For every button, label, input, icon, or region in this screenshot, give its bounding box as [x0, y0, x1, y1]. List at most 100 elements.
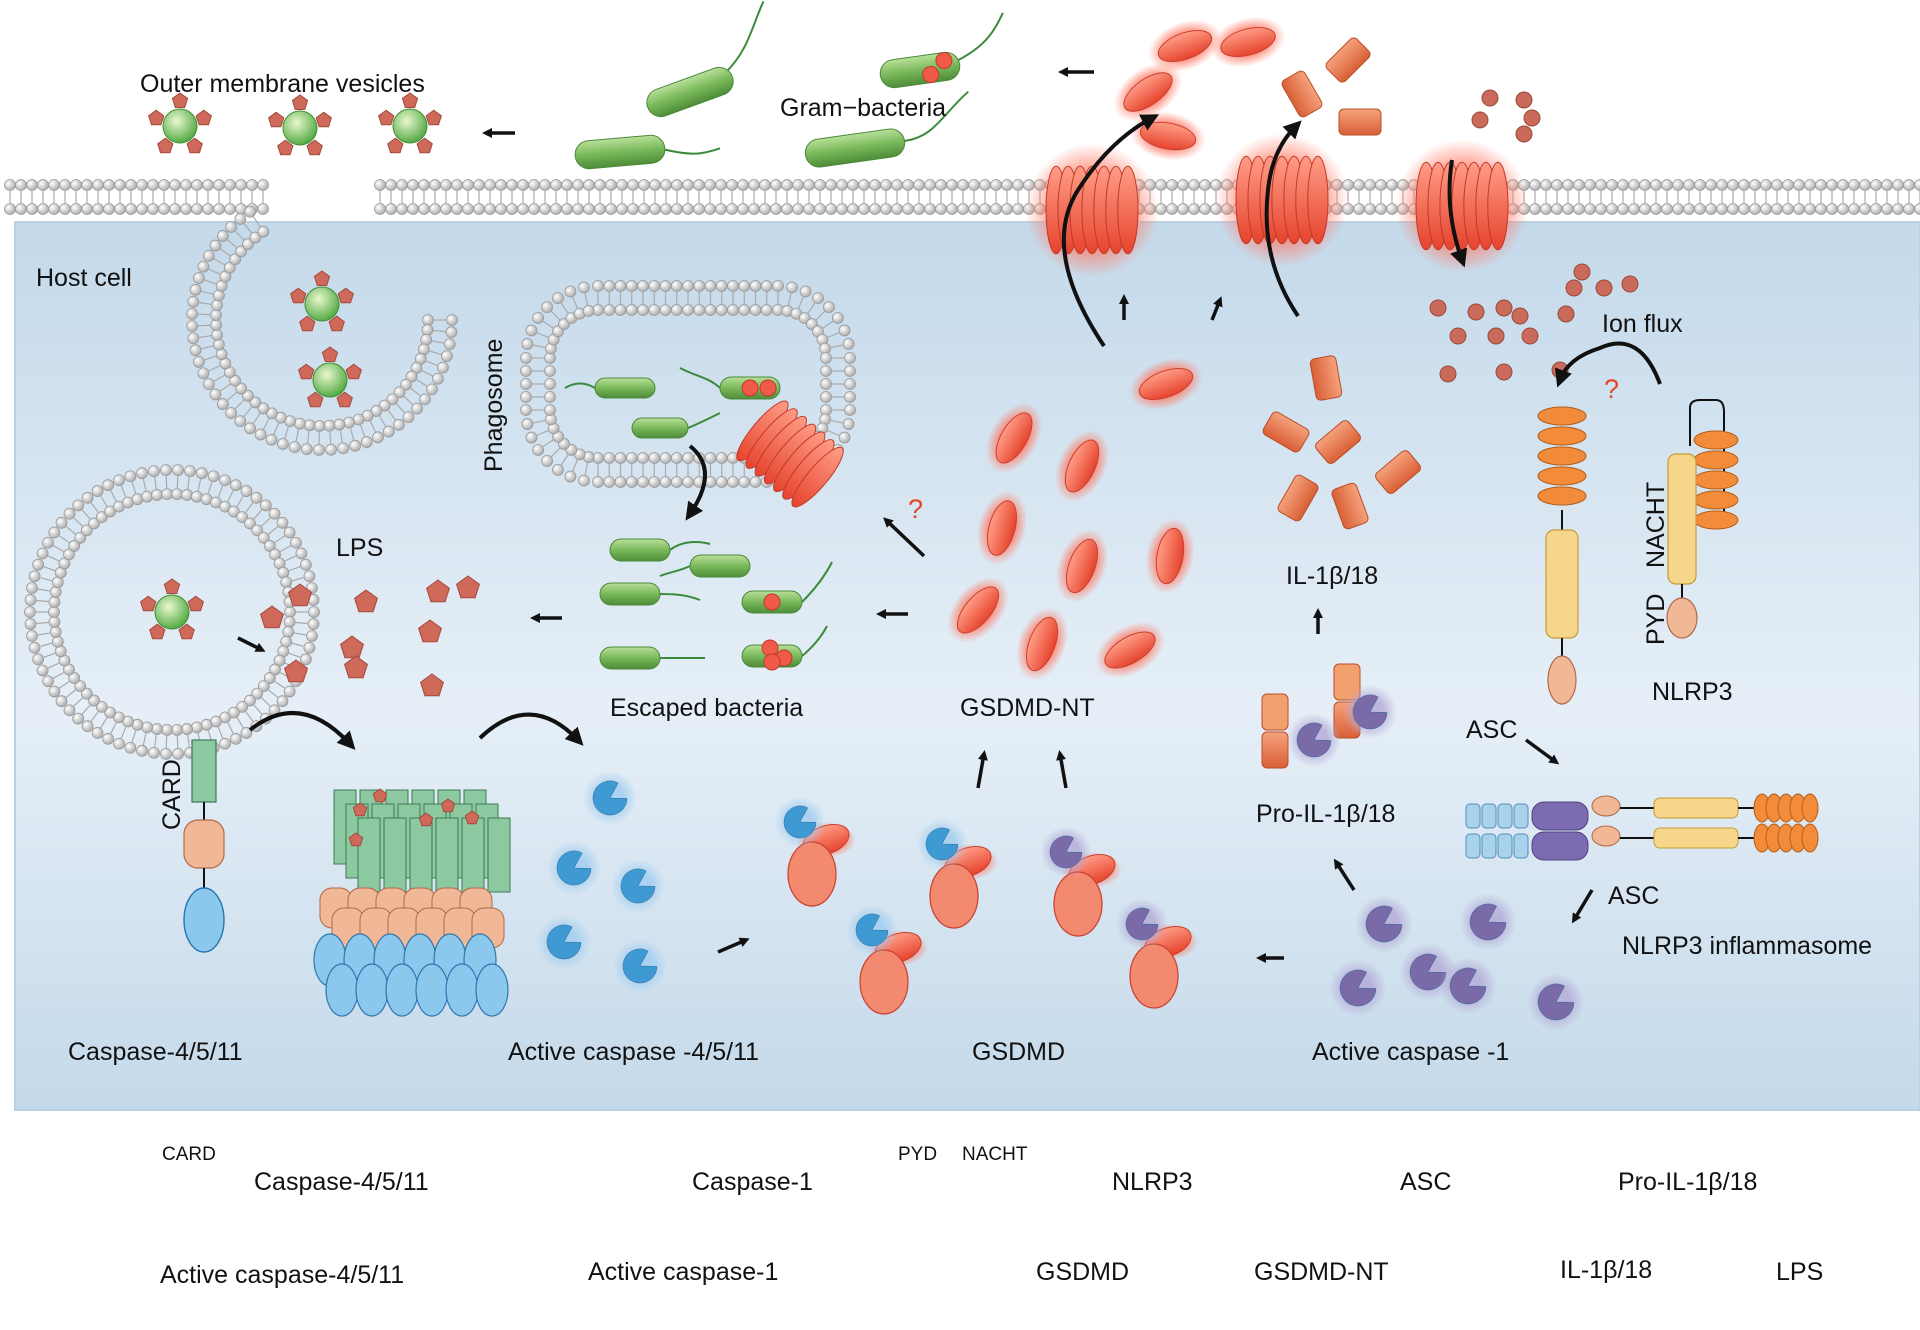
ion [1515, 91, 1533, 109]
caspase-bound [846, 904, 898, 956]
arrow [1061, 114, 1160, 348]
legend-gsdmd-nt-label: GSDMD-NT [1254, 1258, 1389, 1286]
membrane-left [4, 179, 269, 215]
il-1b-18 [1262, 411, 1310, 453]
arrow [976, 750, 988, 789]
lps [288, 583, 312, 607]
arrow [1447, 159, 1468, 268]
gsdmd [846, 904, 928, 1015]
gsdmd-nt [1054, 430, 1110, 502]
lps-label: LPS [336, 534, 383, 562]
ion [1467, 303, 1485, 321]
legend-pro-il-label: Pro-IL-1β/18 [1618, 1168, 1757, 1196]
legend-asc-label: ASC [1400, 1168, 1451, 1196]
lps [426, 579, 450, 603]
card-label: CARD [158, 759, 186, 830]
ion [1481, 89, 1499, 107]
il-label: IL-1β/18 [1286, 562, 1378, 590]
il-1b-18 [1331, 482, 1369, 530]
lps-vesicle [24, 464, 320, 760]
gram-bacteria-label: Gram−bacteria [780, 94, 946, 122]
bacterium [741, 625, 828, 671]
caspase-bound [774, 796, 826, 848]
caspase-4511-label: Caspase-4/5/11 [68, 1038, 243, 1066]
outer-membrane-vesicle [140, 578, 204, 640]
arrow [883, 517, 926, 558]
il-1b-18 [1325, 37, 1371, 83]
ion [1449, 327, 1467, 345]
active-caspase-4511 [546, 840, 602, 896]
arrow [717, 937, 750, 954]
active-caspase-1 [1286, 712, 1342, 768]
nacht-label: NACHT [1642, 482, 1670, 568]
plasma-membrane [4, 179, 1920, 215]
ion-flux-label: Ion flux [1602, 310, 1683, 338]
bacterium [741, 561, 833, 614]
lps [340, 635, 364, 659]
legend-lps-label: LPS [1776, 1258, 1823, 1286]
nlrp3-vertical [1666, 399, 1739, 639]
active-caspase-1-label: Active caspase -1 [1312, 1038, 1509, 1066]
active-caspase-1 [1527, 973, 1585, 1031]
ion [1471, 111, 1489, 129]
arrow [248, 710, 356, 750]
ion [1573, 263, 1591, 281]
ion [1439, 365, 1457, 383]
bacterium [879, 12, 1004, 89]
pro-il-1b-18 [1261, 693, 1289, 769]
outer-membrane-vesicle [378, 92, 442, 154]
ion [1523, 109, 1541, 127]
ion [1487, 327, 1505, 345]
arrow [685, 444, 707, 521]
arrow [1333, 858, 1356, 891]
pyd-label: PYD [1642, 594, 1670, 645]
bacterium [609, 538, 711, 562]
ion [1621, 275, 1639, 293]
legend-active-caspase-4511-label: Active caspase-4/5/11 [160, 1261, 404, 1289]
cell-border [14, 221, 1920, 1111]
ion [1511, 307, 1529, 325]
active-caspase-1 [1355, 895, 1413, 953]
legend-card-label: CARD [162, 1144, 216, 1165]
arrows [237, 67, 1662, 963]
lps [260, 605, 284, 629]
gsdmd-pore [1395, 139, 1529, 273]
active-caspase-4511-label: Active caspase -4/5/11 [508, 1038, 759, 1066]
legend-gsdmd-label: GSDMD [1036, 1258, 1129, 1286]
caspase-4511-oligomer [313, 788, 511, 1017]
outer-membrane-vesicle [268, 94, 332, 156]
lps [456, 575, 480, 599]
lps [420, 673, 444, 697]
gsdmd-nt [1113, 62, 1183, 122]
gsdmd-nt-label: GSDMD-NT [960, 694, 1095, 722]
gsdmd-nt [1210, 16, 1286, 68]
il-1b-18 [1338, 108, 1382, 136]
bacterium [574, 134, 721, 170]
legend-nlrp3-label: NLRP3 [1112, 1168, 1193, 1196]
gsdmd-nt [1015, 607, 1069, 681]
active-caspase-4511 [612, 938, 668, 994]
caspase-bound [1116, 898, 1168, 950]
bacterium [679, 367, 781, 400]
il-1b-18 [1281, 70, 1323, 118]
active-caspase-1 [1342, 684, 1398, 740]
arrow [237, 636, 266, 652]
active-caspase-4511 [536, 914, 592, 970]
bacterium [599, 582, 701, 606]
arrow [1264, 120, 1302, 318]
active-caspase-1 [1329, 959, 1387, 1017]
outer-membrane-vesicle [290, 270, 354, 332]
ion [1557, 305, 1575, 323]
gsdmd-pore [1025, 143, 1159, 277]
il-1b-18 [1315, 420, 1361, 464]
active-caspase-1 [1439, 957, 1497, 1015]
caspase-bound [916, 818, 968, 870]
endocytic-vesicle [186, 205, 458, 456]
gsdmd-nt [985, 402, 1043, 474]
legend-active-caspase-1-label: Active caspase-1 [588, 1258, 778, 1286]
arrow [1056, 750, 1068, 789]
arrow [1524, 738, 1560, 765]
lps [354, 589, 378, 613]
nlrp3-inflammasome-label: NLRP3 inflammasome [1622, 932, 1872, 960]
